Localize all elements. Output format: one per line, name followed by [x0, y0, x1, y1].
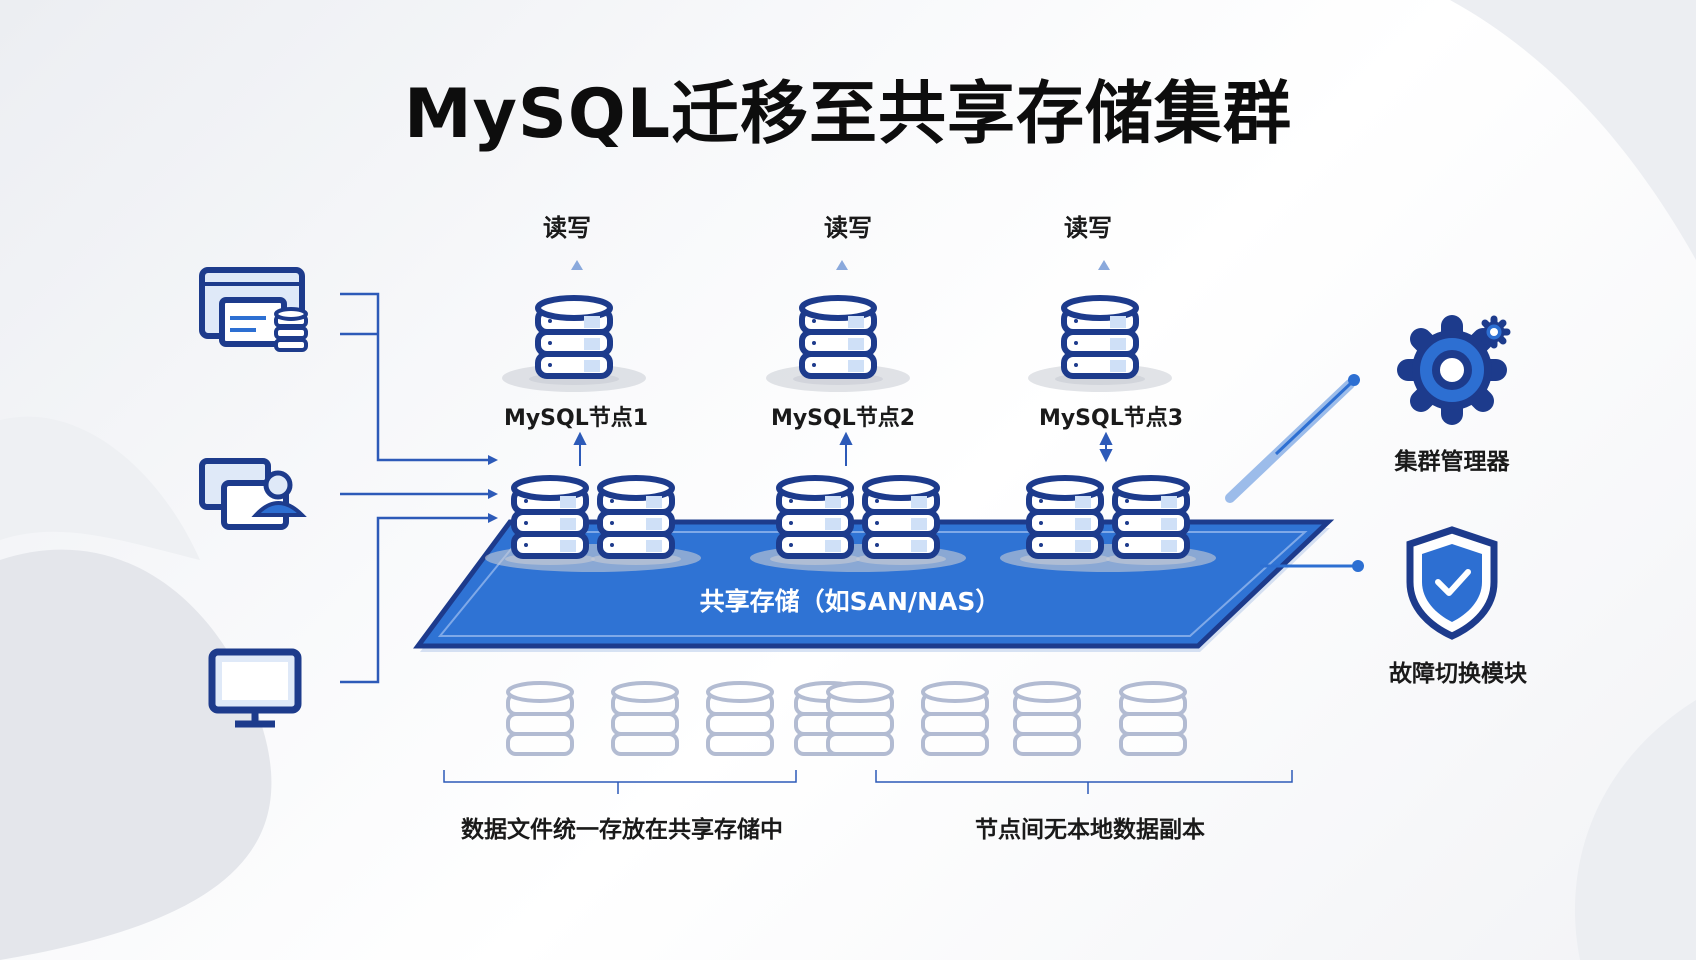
failover-module-label: 故障切换模块: [1389, 661, 1527, 687]
client-app-server-icon: [199, 267, 308, 352]
caption-brackets: [443, 770, 1293, 794]
client-user-terminal-icon: [199, 458, 307, 530]
storage-db-pair-2: [750, 478, 966, 572]
node-label-1: MySQL节点1: [503, 406, 649, 431]
client-connectors: [340, 292, 490, 684]
failover-connector: [1260, 560, 1364, 572]
client-monitor-icon: [208, 648, 302, 728]
mysql-node-2-db: [766, 298, 910, 392]
caption-no-local-copy: 节点间无本地数据副本: [975, 817, 1205, 843]
read-write-label-3: 读写: [1064, 214, 1112, 242]
caption-shared-data: 数据文件统一存放在共享存储中: [461, 817, 783, 843]
client-arrowheads: [488, 455, 498, 523]
mysql-node-1-db: [502, 298, 646, 392]
cluster-manager-label: 集群管理器: [1394, 449, 1510, 475]
shared-storage-label: 共享存储（如SAN/NAS）: [699, 587, 1001, 616]
read-write-label-1: 读写: [543, 214, 591, 242]
shield-icon: [1406, 526, 1498, 640]
node-label-2: MySQL节点2: [770, 406, 916, 431]
node-storage-links: [573, 431, 1113, 466]
storage-disk-array: [506, 681, 1187, 756]
cluster-manager-connector: [1225, 374, 1360, 503]
read-write-arrows: [571, 260, 1110, 270]
storage-db-pair-1: [485, 478, 701, 572]
mysql-node-3-db: [1028, 298, 1172, 392]
read-write-label-2: 读写: [824, 214, 872, 242]
gear-icon: [1397, 315, 1511, 425]
node-label-3: MySQL节点3: [1038, 406, 1184, 431]
storage-db-pair-3: [1000, 478, 1216, 572]
page-title: MySQL迁移至共享存储集群: [403, 75, 1293, 154]
